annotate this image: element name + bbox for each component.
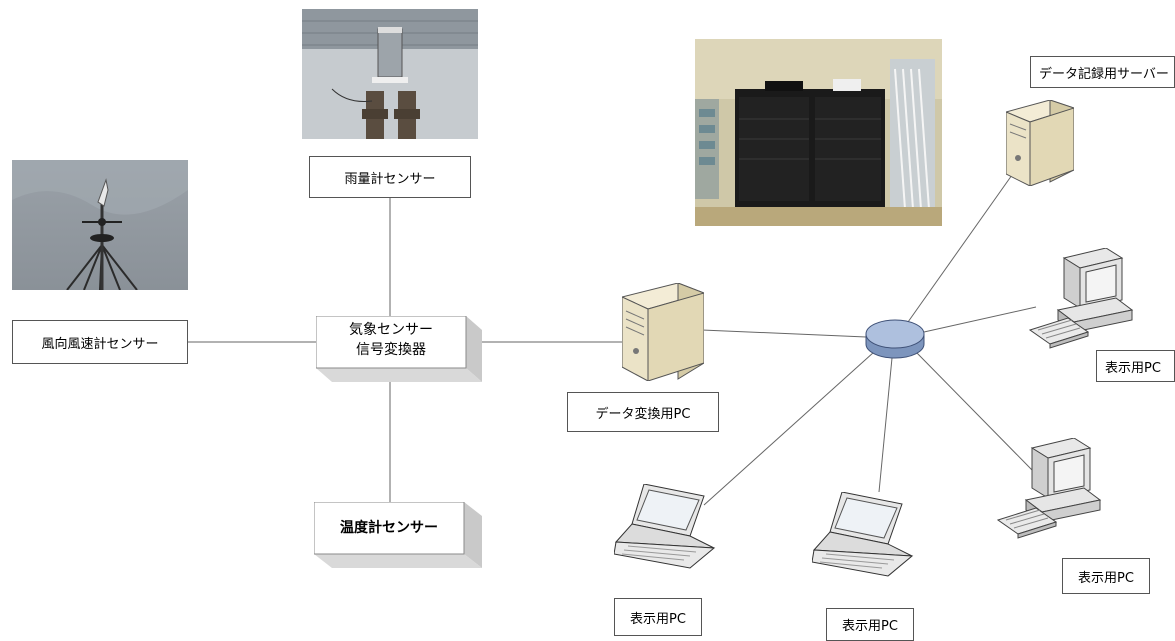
display-pc-right-top-label: 表示用PC (1096, 350, 1175, 382)
desktop-computer-icon (996, 437, 1102, 539)
data-conversion-pc-text: データ変換用PC (595, 406, 691, 422)
anemometer-photo (12, 160, 188, 290)
data-conversion-pc-label: データ変換用PC (567, 392, 719, 432)
thermometer-sensor-box: 温度計センサー (314, 502, 482, 568)
laptop-center (811, 491, 914, 578)
network-hub-icon (865, 319, 925, 359)
server-rack-photo (695, 39, 942, 226)
data-recording-server (1004, 99, 1076, 187)
signal-converter-box: 気象センサー 信号変換器 (316, 316, 482, 382)
thermometer-sensor-text: 温度計センサー (340, 520, 438, 536)
link-hub-server (907, 174, 1013, 323)
display-pc-right-top-text: 表示用PC (1105, 360, 1161, 376)
data-conversion-pc (620, 282, 706, 382)
laptop-icon (811, 491, 914, 577)
pc-tower-icon (620, 282, 706, 382)
server-tower-icon (1004, 99, 1076, 187)
rain-gauge-sensor-text: 雨量計センサー (344, 171, 436, 187)
laptop-icon (613, 483, 716, 569)
link-hub-desktop-top (923, 306, 1037, 333)
laptop-left (613, 483, 716, 570)
display-pc-laptop-left-label: 表示用PC (614, 598, 702, 636)
desktop-pc-right-top (1028, 247, 1134, 354)
converter-line2: 信号変換器 (356, 342, 426, 358)
network-hub (864, 318, 926, 360)
converter-line1: 気象センサー (349, 322, 433, 338)
link-hub-laptop-center (878, 357, 893, 493)
display-pc-right-bottom-label: 表示用PC (1062, 558, 1150, 594)
link-hub-laptop-left (703, 351, 875, 506)
display-pc-right-bottom-text: 表示用PC (1078, 570, 1134, 586)
display-pc-laptop-center-label: 表示用PC (826, 608, 914, 641)
rain-gauge-sensor-label: 雨量計センサー (309, 156, 471, 198)
display-pc-laptop-left-text: 表示用PC (630, 611, 686, 627)
link-hub-desktop-bottom (915, 351, 1033, 471)
anemometer-sensor-label: 風向風速計センサー (12, 320, 188, 364)
data-recording-server-text: データ記録用サーバー (1039, 66, 1169, 82)
link-datapc-hub (701, 329, 867, 338)
desktop-pc-right-bottom (996, 437, 1102, 544)
rain-gauge-photo (302, 9, 478, 139)
data-recording-server-label: データ記録用サーバー (1030, 56, 1175, 88)
anemometer-sensor-text: 風向風速計センサー (41, 336, 159, 352)
display-pc-laptop-center-text: 表示用PC (842, 619, 898, 634)
desktop-computer-icon (1028, 247, 1134, 349)
